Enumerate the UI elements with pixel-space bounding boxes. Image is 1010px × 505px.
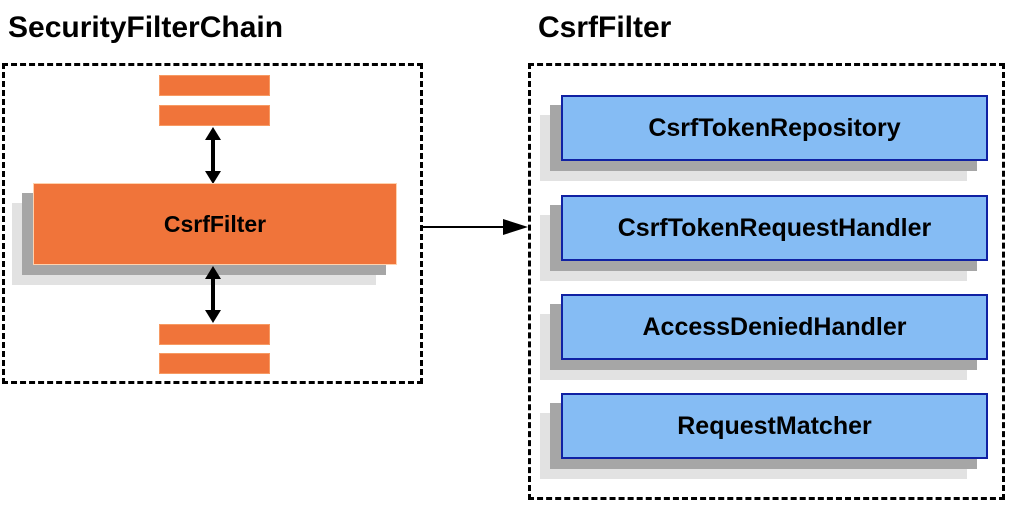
flow-arrow-head <box>503 219 528 235</box>
bidirectional-arrow-icon <box>205 266 221 323</box>
flow-arrow-icon <box>423 226 505 228</box>
csrf-filter-container <box>528 63 1005 500</box>
security-filter-chain-container <box>2 63 423 384</box>
component-label: AccessDeniedHandler <box>642 312 907 341</box>
component-request-matcher: RequestMatcher <box>561 393 988 459</box>
component-access-denied-handler: AccessDeniedHandler <box>561 294 988 360</box>
bidirectional-arrow-icon <box>205 127 221 184</box>
arrow-shaft <box>211 140 215 171</box>
arrow-down-head <box>205 171 221 184</box>
chain-filter-bar <box>159 353 270 374</box>
csrf-filter-box-label: CsrfFilter <box>163 210 267 237</box>
security-filter-chain-title: SecurityFilterChain <box>8 11 284 44</box>
arrow-down-head <box>205 310 221 323</box>
component-label: CsrfTokenRepository <box>648 113 901 142</box>
component-label: RequestMatcher <box>677 411 872 440</box>
chain-filter-bar <box>159 105 270 126</box>
arrow-up-head <box>205 266 221 279</box>
component-csrf-token-request-handler: CsrfTokenRequestHandler <box>561 195 988 261</box>
arrow-up-head <box>205 127 221 140</box>
component-label: CsrfTokenRequestHandler <box>617 213 932 242</box>
chain-filter-bar <box>159 75 270 96</box>
arrow-shaft <box>211 279 215 310</box>
chain-filter-bar <box>159 324 270 345</box>
csrf-filter-title: CsrfFilter <box>538 11 672 44</box>
component-csrf-token-repository: CsrfTokenRepository <box>561 95 988 161</box>
csrf-filter-box: CsrfFilter <box>33 183 397 265</box>
